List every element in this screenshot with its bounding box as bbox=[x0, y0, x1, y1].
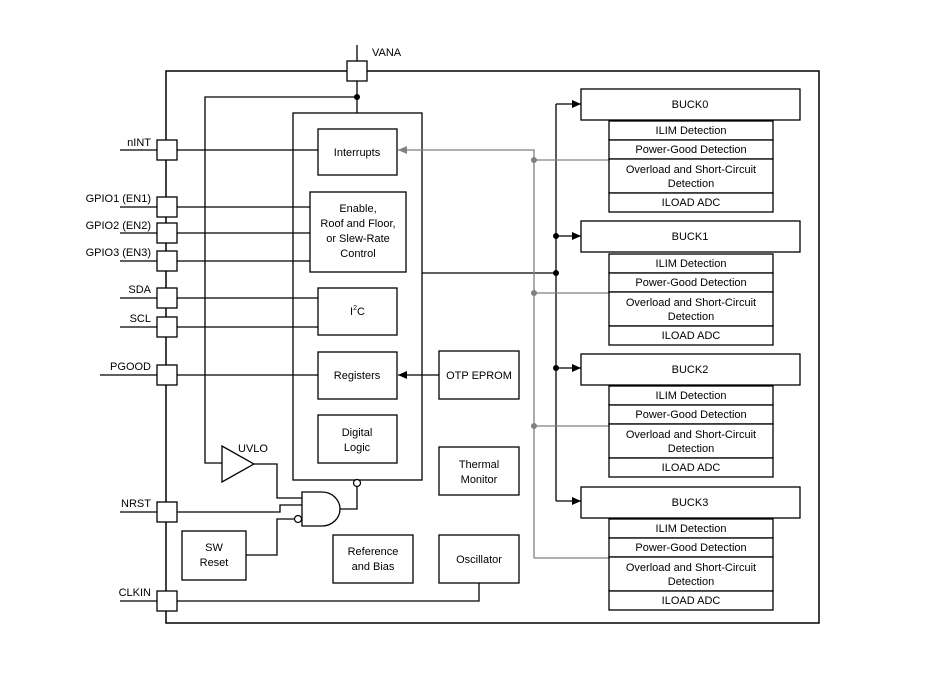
buck2-ilim: ILIM Detection bbox=[656, 390, 727, 402]
registers-label: Registers bbox=[334, 370, 381, 382]
buck0-overload-1: Overload and Short-Circuit bbox=[626, 164, 756, 176]
buck1-block bbox=[580, 220, 801, 253]
thermal-label-1: Thermal bbox=[459, 459, 499, 471]
pin-label-scl: SCL bbox=[130, 313, 151, 325]
digital-logic-label-1: Digital bbox=[342, 427, 373, 439]
buck2-iload: ILOAD ADC bbox=[662, 462, 721, 474]
buck1-group: BUCK1 ILIM Detection Power-Good Detectio… bbox=[580, 220, 801, 346]
interrupts-label: Interrupts bbox=[334, 147, 381, 159]
buck1-overload-1: Overload and Short-Circuit bbox=[626, 297, 756, 309]
pin-clkin: CLKIN bbox=[119, 587, 178, 612]
buck3-ilim: ILIM Detection bbox=[656, 523, 727, 535]
pin-label-gpio2: GPIO2 (EN2) bbox=[86, 220, 151, 232]
buck2-label: BUCK2 bbox=[672, 364, 709, 376]
digital-logic-label-2: Logic bbox=[344, 442, 371, 454]
uvlo-comparator bbox=[221, 444, 256, 484]
buck0-iload: ILOAD ADC bbox=[662, 197, 721, 209]
registers-block bbox=[317, 351, 398, 400]
buck0-overload-2: Detection bbox=[668, 178, 714, 190]
reference-label-1: Reference bbox=[348, 546, 399, 558]
oscillator-block bbox=[438, 534, 520, 584]
pin-gpio3: GPIO3 (EN3) bbox=[86, 247, 178, 272]
inverter-bubble-input bbox=[293, 514, 303, 524]
junction-dot bbox=[553, 233, 559, 239]
pin-label-clkin: CLKIN bbox=[119, 587, 151, 599]
uvlo-label: UVLO bbox=[238, 443, 268, 455]
pin-label-gpio1: GPIO1 (EN1) bbox=[86, 193, 151, 205]
pin-label-pgood: PGOOD bbox=[110, 361, 151, 373]
buck1-overload-2: Detection bbox=[668, 311, 714, 323]
interrupts-block bbox=[317, 128, 398, 176]
buck1-ilim: ILIM Detection bbox=[656, 258, 727, 270]
device-outline bbox=[165, 70, 820, 624]
vana-label: VANA bbox=[372, 47, 402, 59]
buck0-ilim: ILIM Detection bbox=[656, 125, 727, 137]
buck3-iload: ILOAD ADC bbox=[662, 595, 721, 607]
enable-label-3: or Slew-Rate bbox=[326, 233, 390, 245]
buck3-group: BUCK3 ILIM Detection Power-Good Detectio… bbox=[580, 486, 801, 611]
i2c-label: I2C bbox=[350, 305, 365, 318]
pin-scl: SCL bbox=[120, 313, 178, 338]
buck0-pgood: Power-Good Detection bbox=[635, 144, 746, 156]
sw-reset-label-2: Reset bbox=[200, 557, 229, 569]
buck2-group: BUCK2 ILIM Detection Power-Good Detectio… bbox=[580, 353, 801, 478]
pin-gpio1: GPIO1 (EN1) bbox=[86, 193, 178, 218]
enable-control-block bbox=[309, 191, 407, 273]
buck2-overload-1: Overload and Short-Circuit bbox=[626, 429, 756, 441]
junction-dot bbox=[531, 423, 537, 429]
thermal-label-2: Monitor bbox=[461, 474, 498, 486]
pin-gpio2: GPIO2 (EN2) bbox=[86, 220, 178, 244]
buck2-block bbox=[580, 353, 801, 386]
thermal-monitor-block bbox=[438, 446, 520, 496]
sw-reset-block bbox=[181, 530, 247, 581]
inverter-bubble-top bbox=[352, 478, 362, 488]
pin-nrst: NRST bbox=[120, 498, 178, 523]
buck0-group: BUCK0 ILIM Detection Power-Good Detectio… bbox=[580, 88, 801, 213]
buck2-pgood: Power-Good Detection bbox=[635, 409, 746, 421]
buck3-block bbox=[580, 486, 801, 519]
junction-dot bbox=[531, 290, 537, 296]
buck0-label: BUCK0 bbox=[672, 99, 709, 111]
buck3-overload-2: Detection bbox=[668, 576, 714, 588]
reference-bias-block bbox=[332, 534, 414, 584]
otp-eprom-label: OTP EPROM bbox=[446, 370, 512, 382]
sw-reset-label-1: SW bbox=[205, 542, 223, 554]
buck3-pgood: Power-Good Detection bbox=[635, 542, 746, 554]
digital-logic-block bbox=[317, 414, 398, 464]
and-gate bbox=[301, 491, 341, 527]
buck0-block bbox=[580, 88, 801, 121]
oscillator-label: Oscillator bbox=[456, 554, 502, 566]
junction-dot bbox=[531, 157, 537, 163]
buck3-label: BUCK3 bbox=[672, 497, 709, 509]
pin-label-sda: SDA bbox=[128, 284, 151, 296]
reference-label-2: and Bias bbox=[352, 561, 395, 573]
junction-dot bbox=[553, 365, 559, 371]
buck1-iload: ILOAD ADC bbox=[662, 330, 721, 342]
vana-pin bbox=[346, 60, 368, 82]
i2c-block bbox=[317, 287, 398, 336]
enable-label-4: Control bbox=[340, 248, 375, 260]
pin-label-nint: nINT bbox=[127, 137, 151, 149]
buck1-label: BUCK1 bbox=[672, 231, 709, 243]
enable-label-1: Enable, bbox=[339, 203, 376, 215]
pin-nint: nINT bbox=[120, 137, 178, 161]
buck1-pgood: Power-Good Detection bbox=[635, 277, 746, 289]
pin-pgood: PGOOD bbox=[100, 361, 178, 386]
pin-label-gpio3: GPIO3 (EN3) bbox=[86, 247, 151, 259]
pin-label-nrst: NRST bbox=[121, 498, 151, 510]
pin-sda: SDA bbox=[120, 284, 178, 309]
buck2-overload-2: Detection bbox=[668, 443, 714, 455]
otp-eprom-block bbox=[438, 350, 520, 400]
enable-label-2: Roof and Floor, bbox=[320, 218, 395, 230]
buck3-overload-1: Overload and Short-Circuit bbox=[626, 562, 756, 574]
